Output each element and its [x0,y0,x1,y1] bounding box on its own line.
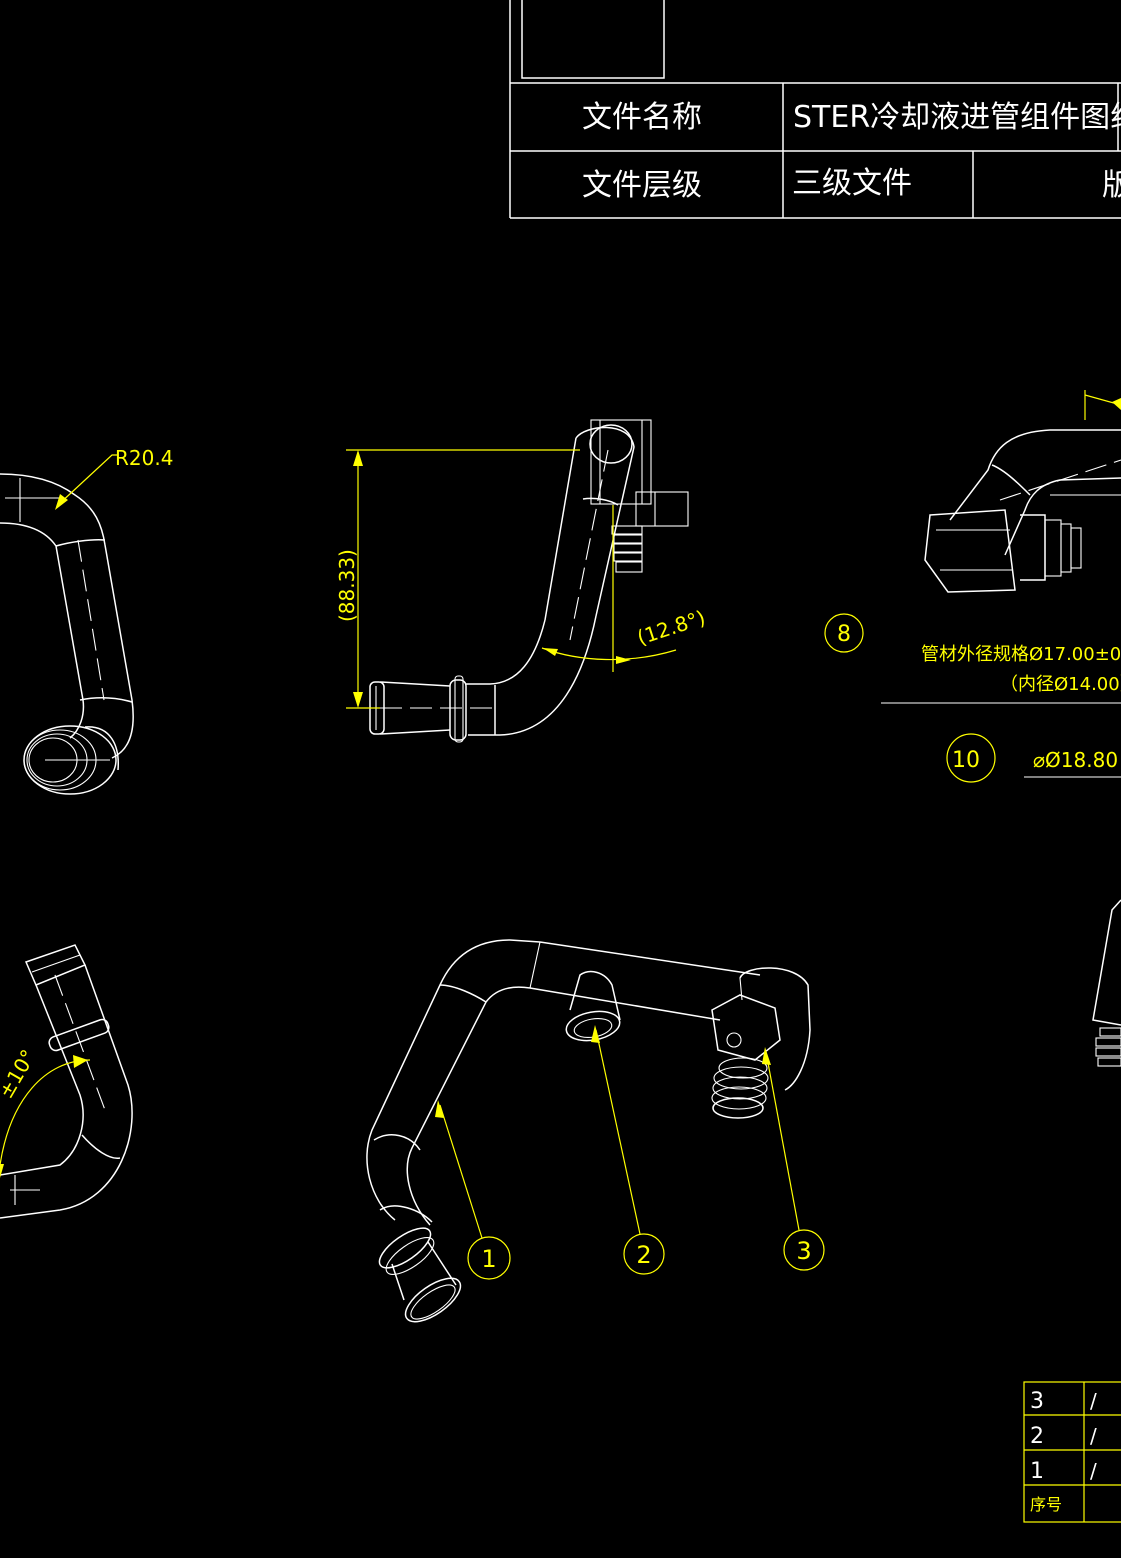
bom-row-2-mark: / [1090,1424,1097,1448]
bom-row-1-mark: / [1090,1459,1097,1483]
notes-area: 8 管材外径规格Ø17.00±0.10 （内径Ø14.00） 10 ⌀Ø18.8… [824,613,1121,783]
view-left-top-pipe: R20.4 [0,446,173,795]
angle-tolerance: ±10° [0,1045,40,1102]
spec-10: ⌀Ø18.80 [1033,748,1118,772]
balloon-1-label: 1 [481,1245,496,1273]
balloon-8-label: 8 [837,622,851,647]
radius-dimension: R20.4 [115,446,173,470]
balloon-2 [623,1233,665,1275]
file-level-value: 三级文件 [792,166,912,201]
balloon-1 [467,1236,511,1280]
pipe-od-spec: 管材外径规格Ø17.00±0.10 [921,644,1121,665]
balloon-10 [946,733,996,783]
balloon-3 [783,1229,825,1271]
view-right-bottom-pipe [1092,899,1121,1067]
balloon-10-label: 10 [952,748,980,773]
file-level-label: 文件层级 [582,168,702,203]
bom-table: 3 / 2 / 1 / 序号 [1023,1381,1121,1523]
edition-label: 版 [1102,168,1121,203]
view-assembly-isometric: 1 2 3 [366,939,825,1323]
height-dimension: (88.33) [335,549,359,622]
balloon-2-label: 2 [636,1241,651,1269]
file-name-value: STER冷却液进管组件图纸 [793,100,1121,135]
bom-header-no: 序号 [1030,1495,1062,1514]
bom-row-3-mark: / [1090,1389,1097,1413]
view-center-top-pipe: (88.33) (12.8°) [335,419,708,743]
view-right-top-pipe [924,390,1121,593]
file-name-label: 文件名称 [582,100,702,135]
bom-row-1-no: 1 [1030,1459,1044,1484]
bom-row-2-no: 2 [1030,1424,1044,1449]
balloon-3-label: 3 [796,1237,811,1265]
view-left-bottom-pipe: ±10° [0,944,133,1219]
title-block: 文件名称 STER冷却液进管组件图纸 文件层级 三级文件 版 [509,0,1121,219]
bom-row-3-no: 3 [1030,1389,1044,1414]
balloon-8 [824,613,864,653]
pipe-id-spec: （内径Ø14.00） [1000,674,1121,695]
angle-dimension: (12.8°) [634,605,708,650]
